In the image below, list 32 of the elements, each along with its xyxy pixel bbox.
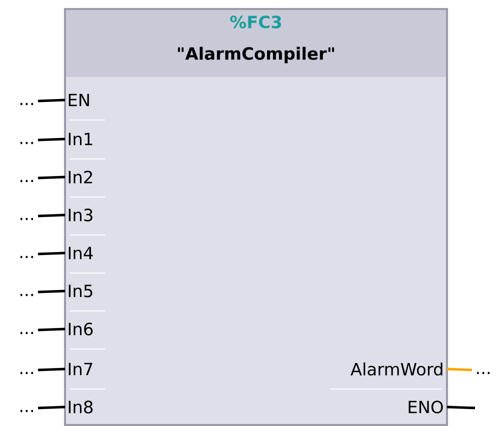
pin-label: In3 xyxy=(68,208,92,222)
pin-label: In2 xyxy=(68,170,92,184)
wire xyxy=(38,138,66,142)
dots-text: ... xyxy=(20,218,33,220)
wire xyxy=(38,328,66,332)
wire xyxy=(38,214,66,218)
pin-label: In1 xyxy=(68,132,92,146)
dots-text: ... xyxy=(477,372,490,374)
wire xyxy=(38,368,66,372)
pin-label: In8 xyxy=(68,400,93,414)
wire xyxy=(446,406,476,410)
wire xyxy=(38,98,66,102)
wire xyxy=(38,176,66,180)
pin-label: In5 xyxy=(68,284,92,298)
pin-label: In6 xyxy=(68,322,93,336)
dots-text: ... xyxy=(20,332,33,334)
dots-text: ... xyxy=(20,294,33,296)
dots-text: ... xyxy=(20,142,33,144)
dots-text: ... xyxy=(20,410,33,412)
dots-text: ... xyxy=(20,102,33,106)
pin-label: In7 xyxy=(68,362,92,376)
wire xyxy=(38,406,66,410)
dots-text: ... xyxy=(20,256,33,258)
dots-text: ... xyxy=(20,372,33,374)
pin-label: ENO xyxy=(408,400,443,414)
pin-label: EN xyxy=(68,94,89,106)
wire xyxy=(446,368,472,372)
pin-label: In4 xyxy=(68,246,93,260)
wire xyxy=(38,290,66,294)
pin-label: AlarmWord xyxy=(350,362,442,376)
dots-text: ... xyxy=(20,180,33,182)
wire xyxy=(38,252,66,256)
